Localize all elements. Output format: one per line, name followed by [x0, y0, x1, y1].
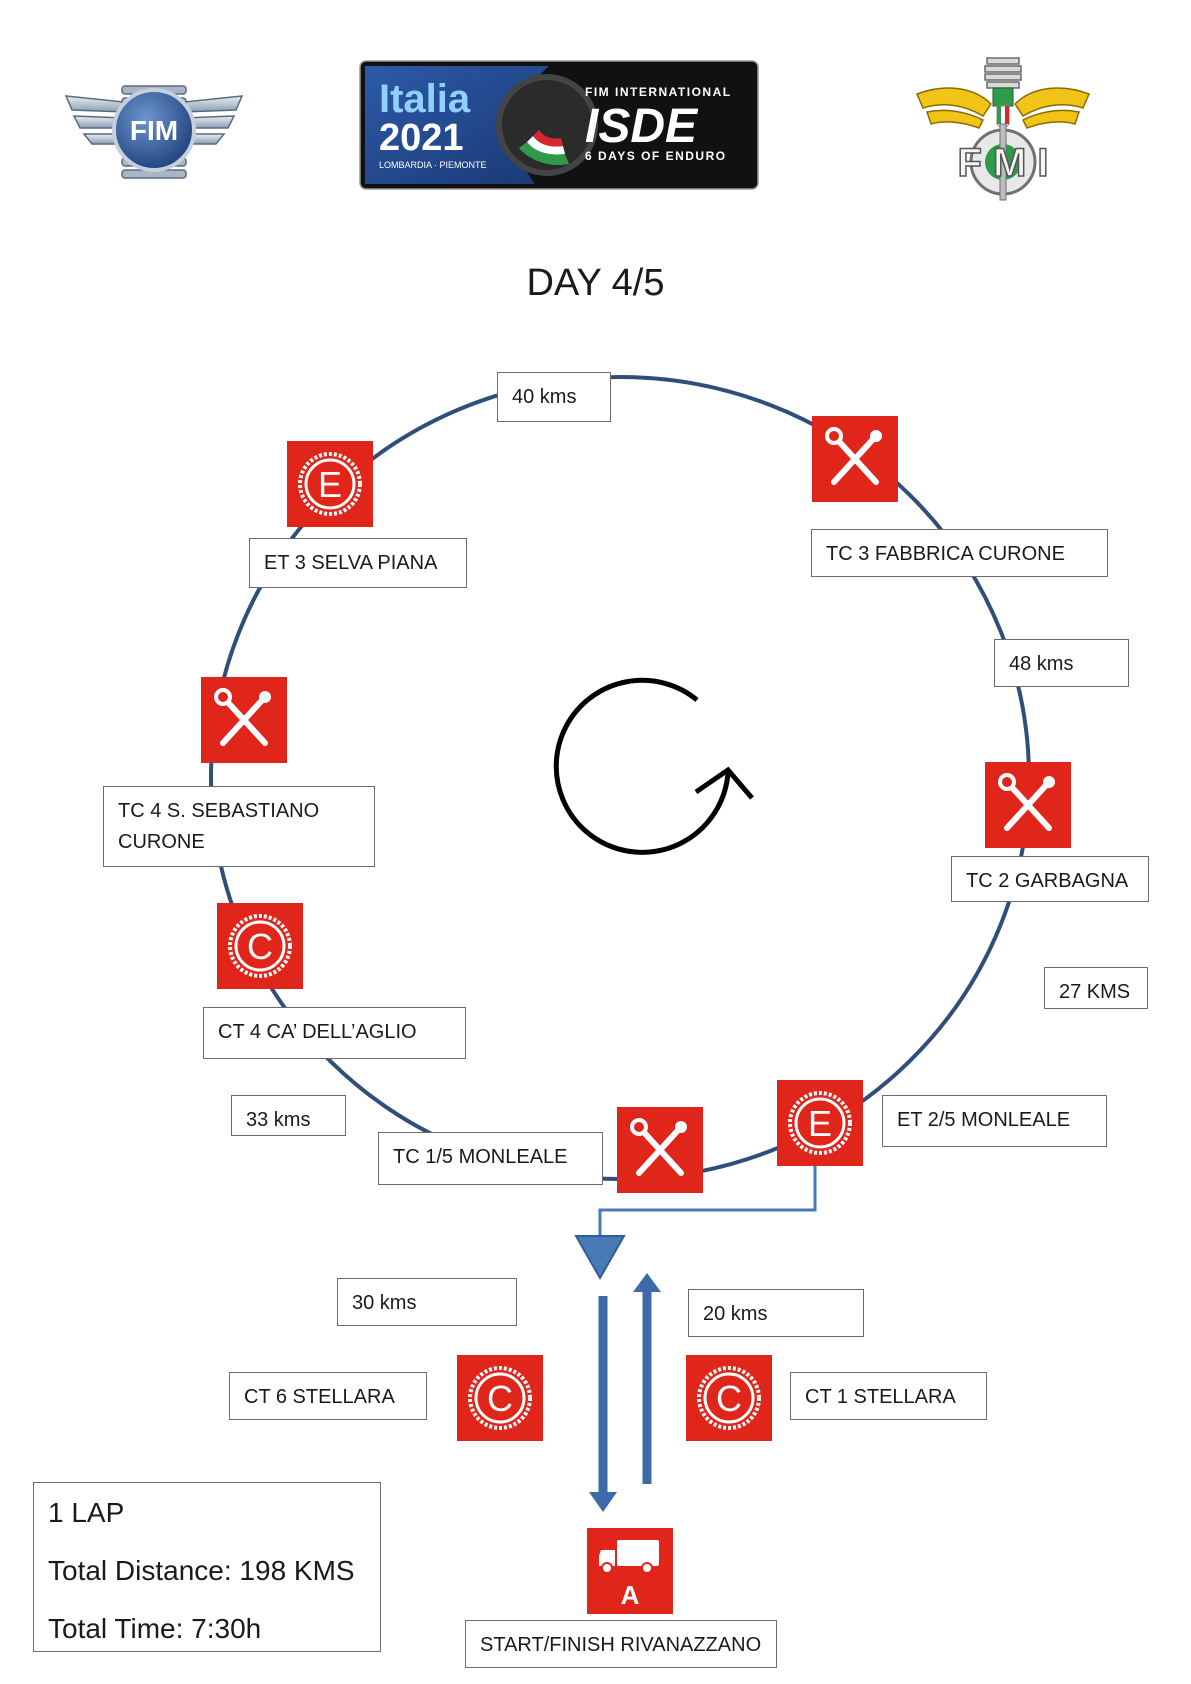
event-logo-region: LOMBARDIA · PIEMONTE — [379, 160, 487, 170]
sign-start-finish-truck: A — [587, 1528, 673, 1614]
summary-laps: 1 LAP — [48, 1497, 125, 1528]
loop-exit-connector — [598, 1162, 817, 1240]
event-logo-isde: ISDE — [585, 100, 699, 153]
truck-icon — [599, 1540, 659, 1574]
fmi-logo-text: F M I — [957, 141, 1048, 185]
sign-letter: C — [487, 1378, 513, 1419]
sign-letter: A — [621, 1580, 640, 1610]
sign-et3-enduro: E — [287, 441, 373, 527]
summary-total-time: Total Time: 7:30h — [48, 1613, 262, 1644]
label-et3-selva-piana: ET 3 SELVA PIANA — [249, 538, 467, 588]
event-logo-italia: Italia — [379, 77, 471, 121]
event-logo-fim-international: FIM INTERNATIONAL — [585, 85, 732, 99]
sign-ct1-check: C — [686, 1355, 772, 1441]
event-logo-year: 2021 — [379, 117, 464, 159]
fim-logo: FIM — [64, 78, 244, 193]
sign-ct4-check: C — [217, 903, 303, 989]
distance-label-33: 33 kms — [231, 1095, 346, 1136]
label-ct1-stellara: CT 1 STELLARA — [790, 1372, 987, 1420]
sign-letter: E — [318, 464, 342, 505]
distance-label-30: 30 kms — [337, 1278, 517, 1326]
wrench-screwdriver-icon — [1004, 779, 1052, 831]
sign-tc3-time-control — [812, 416, 898, 502]
sign-tc4-time-control — [201, 677, 287, 763]
isde-event-logo: Italia 2021 LOMBARDIA · PIEMONTE FIM INT… — [359, 60, 759, 195]
wrench-screwdriver-icon — [220, 694, 268, 746]
page-title: DAY 4/5 — [526, 262, 665, 304]
label-tc3-fabbrica-curone: TC 3 FABBRICA CURONE — [811, 529, 1108, 577]
distance-label-20: 20 kms — [688, 1289, 864, 1337]
fmi-logo: F M I — [913, 54, 1093, 209]
distance-label-48: 48 kms — [994, 639, 1129, 687]
sign-letter: C — [247, 926, 273, 967]
label-ct6-stellara: CT 6 STELLARA — [229, 1372, 427, 1420]
down-triangle-marker — [574, 1235, 626, 1281]
sign-letter: E — [808, 1103, 832, 1144]
wrench-screwdriver-icon — [831, 433, 879, 485]
fim-logo-text: FIM — [130, 115, 178, 146]
label-tc4-s-sebastiano-curone: TC 4 S. SEBASTIANO CURONE — [103, 786, 375, 867]
label-et25-monleale: ET 2/5 MONLEALE — [882, 1095, 1107, 1147]
arrow-to-finish-head — [589, 1492, 617, 1512]
summary-total-distance: Total Distance: 198 KMS — [48, 1555, 355, 1586]
distance-label-40: 40 kms — [497, 372, 611, 422]
arrow-from-start-head — [633, 1273, 661, 1292]
sign-letter: C — [716, 1378, 742, 1419]
event-logo-6days: 6 DAYS OF ENDURO — [585, 149, 727, 163]
sign-tc2-time-control — [985, 762, 1071, 848]
wrench-screwdriver-icon — [636, 1124, 684, 1176]
label-start-finish-rivanazzano: START/FINISH RIVANAZZANO — [465, 1620, 777, 1668]
rotation-direction-icon — [553, 677, 754, 855]
label-tc15-monleale: TC 1/5 MONLEALE — [378, 1132, 603, 1185]
distance-label-27: 27 KMS — [1044, 967, 1148, 1009]
label-line: TC 4 S. SEBASTIANO — [118, 800, 320, 822]
label-line: CURONE — [118, 831, 205, 853]
sign-ct6-check: C — [457, 1355, 543, 1441]
label-tc2-garbagna: TC 2 GARBAGNA — [951, 856, 1149, 902]
sign-et25-enduro: E — [777, 1080, 863, 1166]
label-ct4-ca-dellaglio: CT 4 CA’ DELL’AGLIO — [203, 1007, 466, 1059]
lap-summary-box: 1 LAP Total Distance: 198 KMS Total Time… — [33, 1482, 381, 1652]
sign-tc15-time-control — [617, 1107, 703, 1193]
